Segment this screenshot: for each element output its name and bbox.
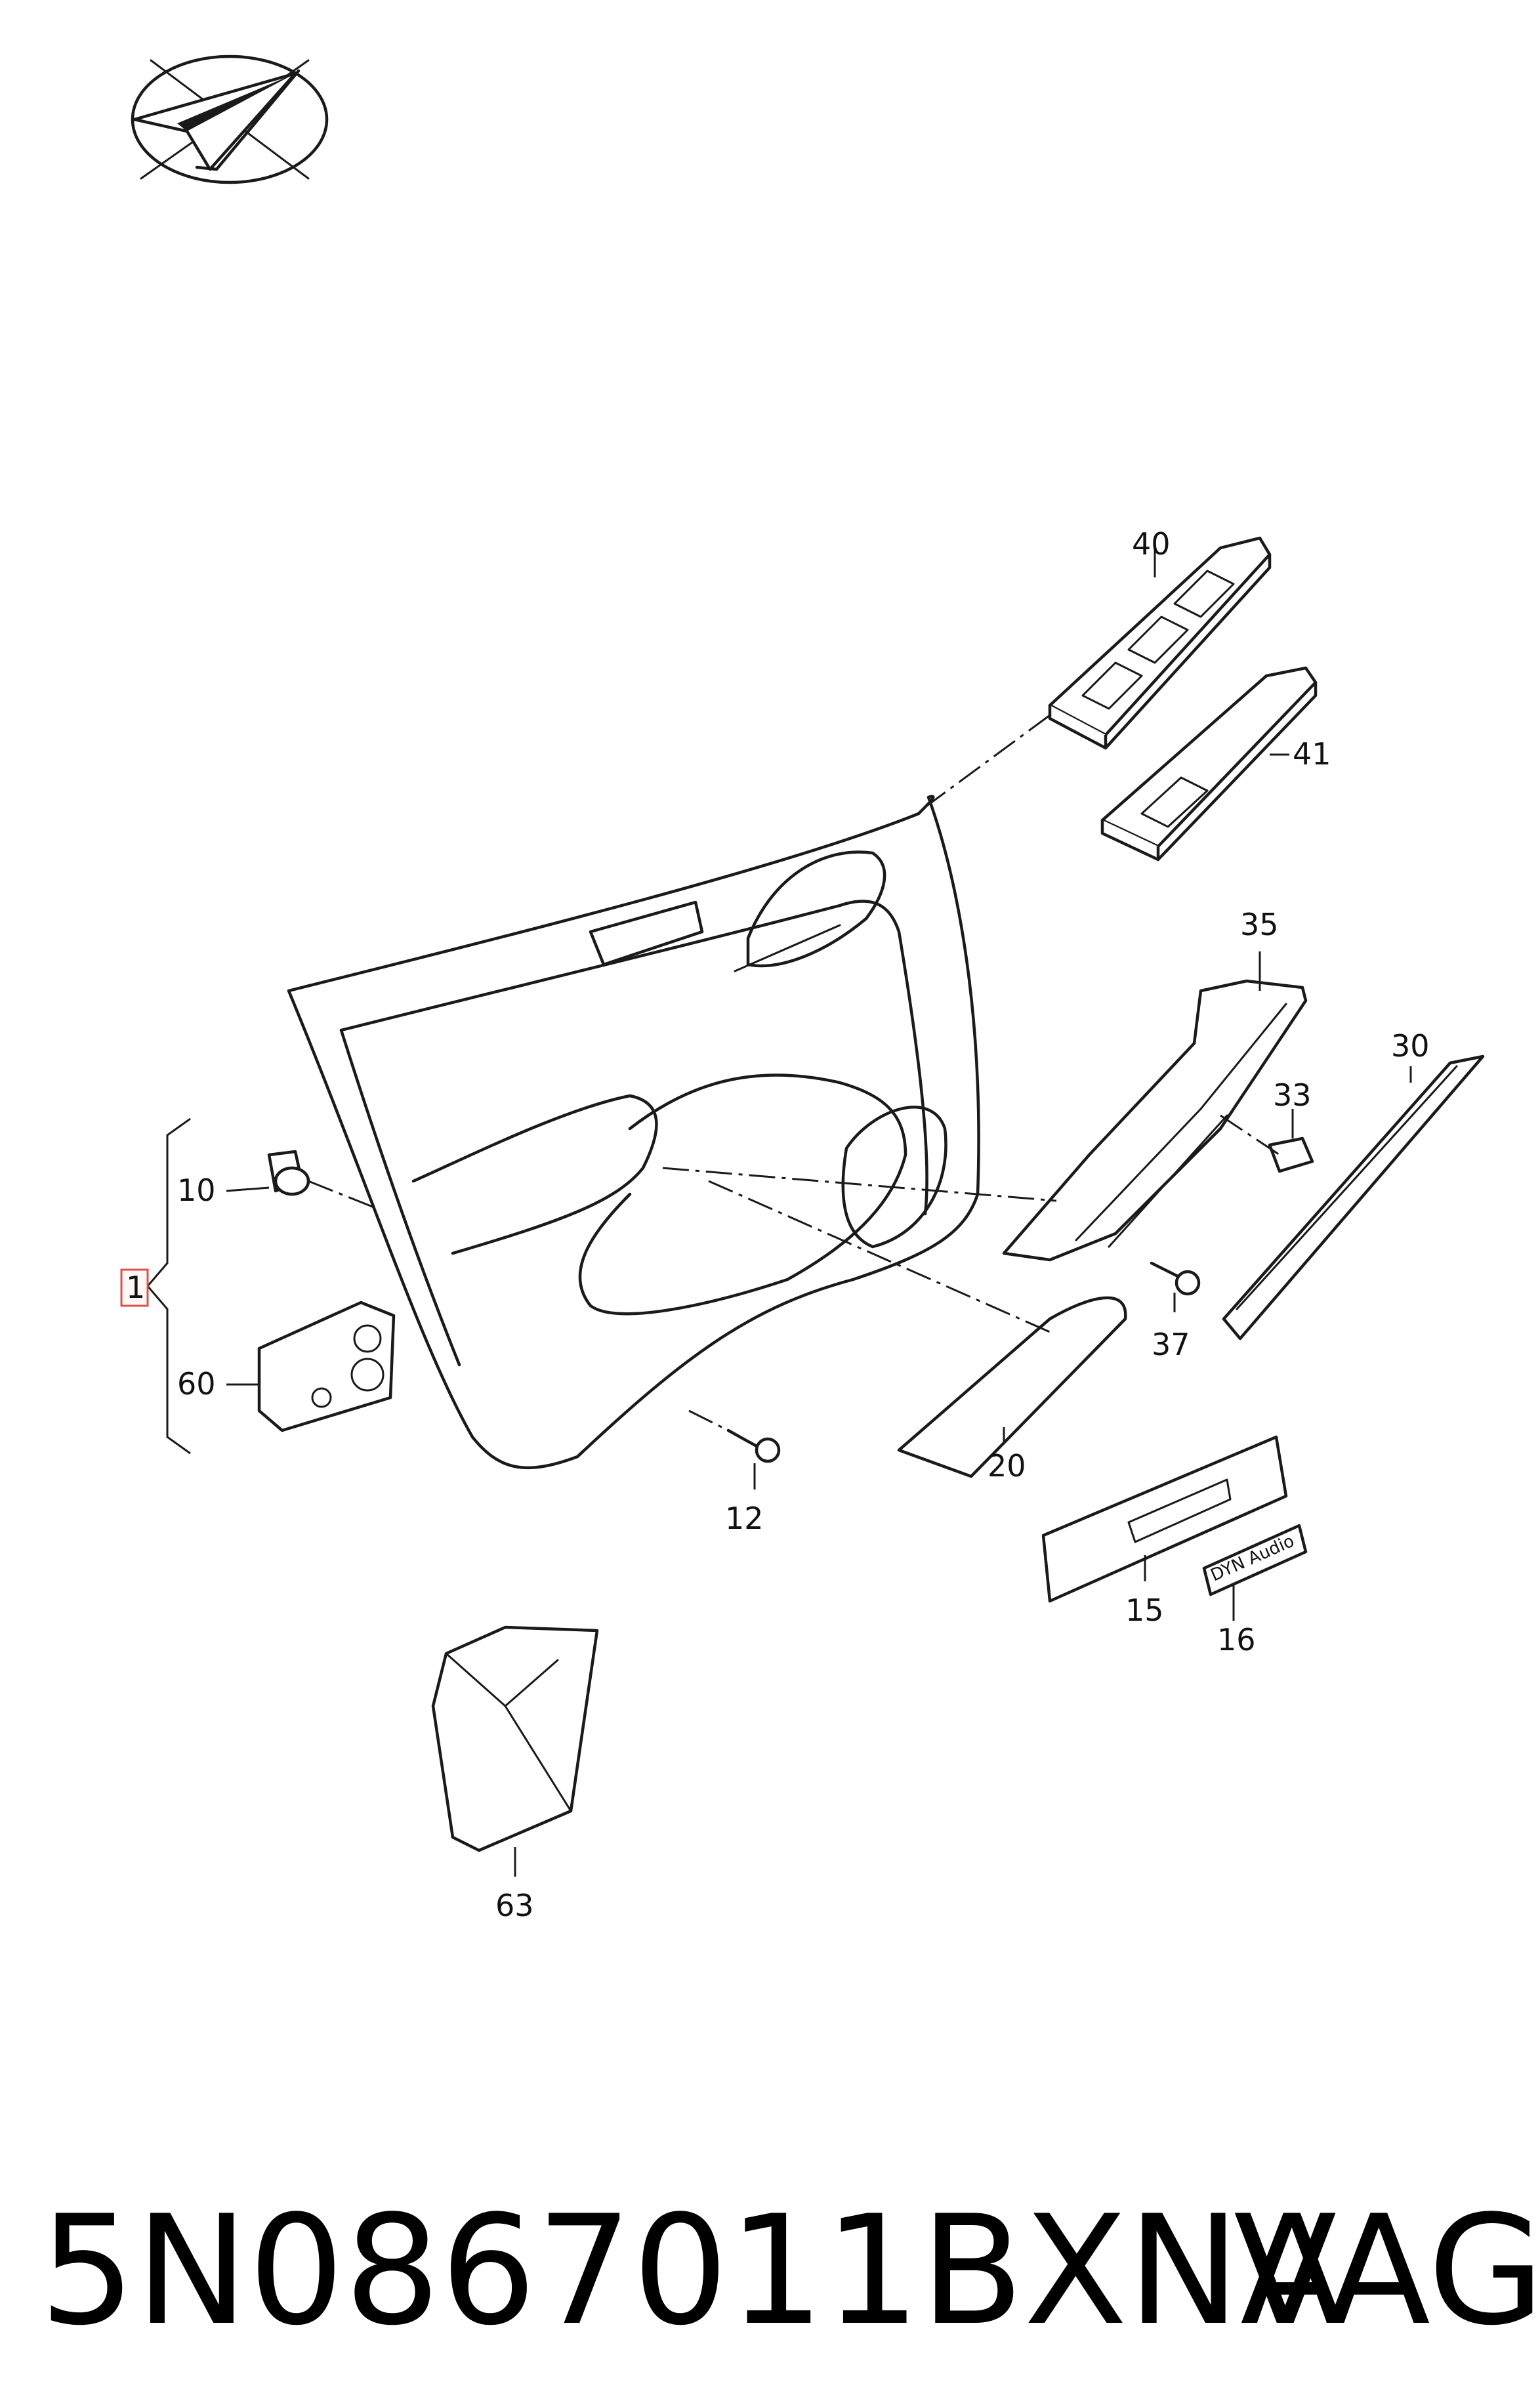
- part-33-clip: [1268, 1136, 1314, 1173]
- callout-63: 63: [495, 1888, 534, 1923]
- callout-35: 35: [1240, 907, 1279, 942]
- callout-10: 10: [177, 1173, 216, 1208]
- part-41-window-switch: [1100, 666, 1318, 862]
- callout-33: 33: [1273, 1077, 1312, 1113]
- callout-15: 15: [1125, 1593, 1164, 1628]
- part-10-clip: [267, 1150, 310, 1196]
- part-16-badge: DYN Audio: [1202, 1524, 1308, 1596]
- part-12-screw: [726, 1428, 781, 1463]
- part-20-trim-strip: [897, 1296, 1127, 1478]
- part-35-trim-strip: [1002, 979, 1308, 1262]
- callout-60: 60: [177, 1366, 216, 1402]
- callout-41: 41: [1293, 736, 1331, 772]
- callout-40: 40: [1132, 526, 1171, 562]
- callout-37: 37: [1152, 1327, 1190, 1362]
- callout-20: 20: [988, 1448, 1026, 1484]
- part-63-insulator: [431, 1625, 599, 1852]
- door-trim-panel: [287, 795, 980, 1470]
- callout-1-box: [120, 1268, 149, 1307]
- callout-30: 30: [1391, 1028, 1430, 1064]
- part-30-trim-strip: [1222, 1054, 1485, 1341]
- callout-1: 1: [126, 1270, 145, 1305]
- brand-name: VAG: [1234, 2184, 1540, 2359]
- part-60-insulation-block: [257, 1301, 396, 1432]
- assembly-lines: [308, 714, 1280, 1432]
- paper-plane-check-logo: [131, 54, 329, 184]
- part-number: 5N0867011BXNA: [39, 2184, 1343, 2359]
- callout-12: 12: [725, 1501, 764, 1536]
- callout-numbers: 40 41 35 30 33 37 20 12 15 16 10 60 63 1: [120, 526, 1430, 1923]
- part-15-speaker-cover: [1041, 1435, 1288, 1603]
- part-40-window-switch: [1048, 536, 1272, 750]
- part-37-screw: [1150, 1261, 1201, 1296]
- callout-16: 16: [1217, 1622, 1256, 1657]
